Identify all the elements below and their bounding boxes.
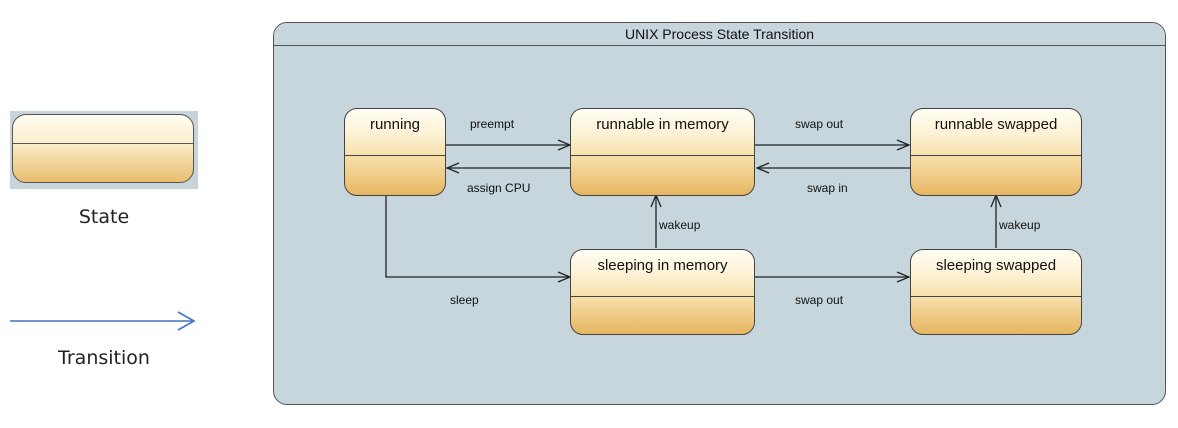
legend-state-swatch <box>10 111 198 189</box>
legend-transition-label: Transition <box>58 347 150 369</box>
edge-sleep <box>385 196 570 277</box>
transition-edges <box>385 23 1166 405</box>
state-sleeping-in-memory: sleeping in memory <box>570 249 755 335</box>
label-assign-cpu: assign CPU <box>467 181 531 195</box>
legend-transition-arrow <box>10 311 196 331</box>
label-swap-out-bottom: swap out <box>795 293 844 307</box>
diagram-frame: UNIX Process State Transition running ru… <box>273 22 1166 405</box>
label-preempt: preempt <box>470 117 515 131</box>
legend-state-label: State <box>78 206 130 228</box>
state-runnable-in-memory-label: runnable in memory <box>596 116 729 133</box>
label-wakeup-swapped: wakeup <box>999 218 1041 232</box>
diagram-title: UNIX Process State Transition <box>624 26 815 42</box>
state-runnable-swapped: runnable swapped <box>910 108 1082 196</box>
state-runnable-swapped-label: runnable swapped <box>934 116 1058 133</box>
label-sleep: sleep <box>450 293 479 307</box>
state-sleeping-in-memory-label: sleeping in memory <box>597 257 728 274</box>
label-swap-out-top: swap out <box>795 117 844 131</box>
state-running-label: running <box>369 116 421 133</box>
state-sleeping-swapped: sleeping swapped <box>910 249 1082 335</box>
state-running: running <box>344 108 446 196</box>
state-runnable-in-memory: runnable in memory <box>570 108 755 196</box>
frame-title-bar: UNIX Process State Transition <box>274 23 1165 46</box>
legend-state-shape <box>12 114 194 183</box>
state-sleeping-swapped-label: sleeping swapped <box>935 257 1057 274</box>
label-swap-in: swap in <box>807 181 848 195</box>
label-wakeup-memory: wakeup <box>659 218 701 232</box>
